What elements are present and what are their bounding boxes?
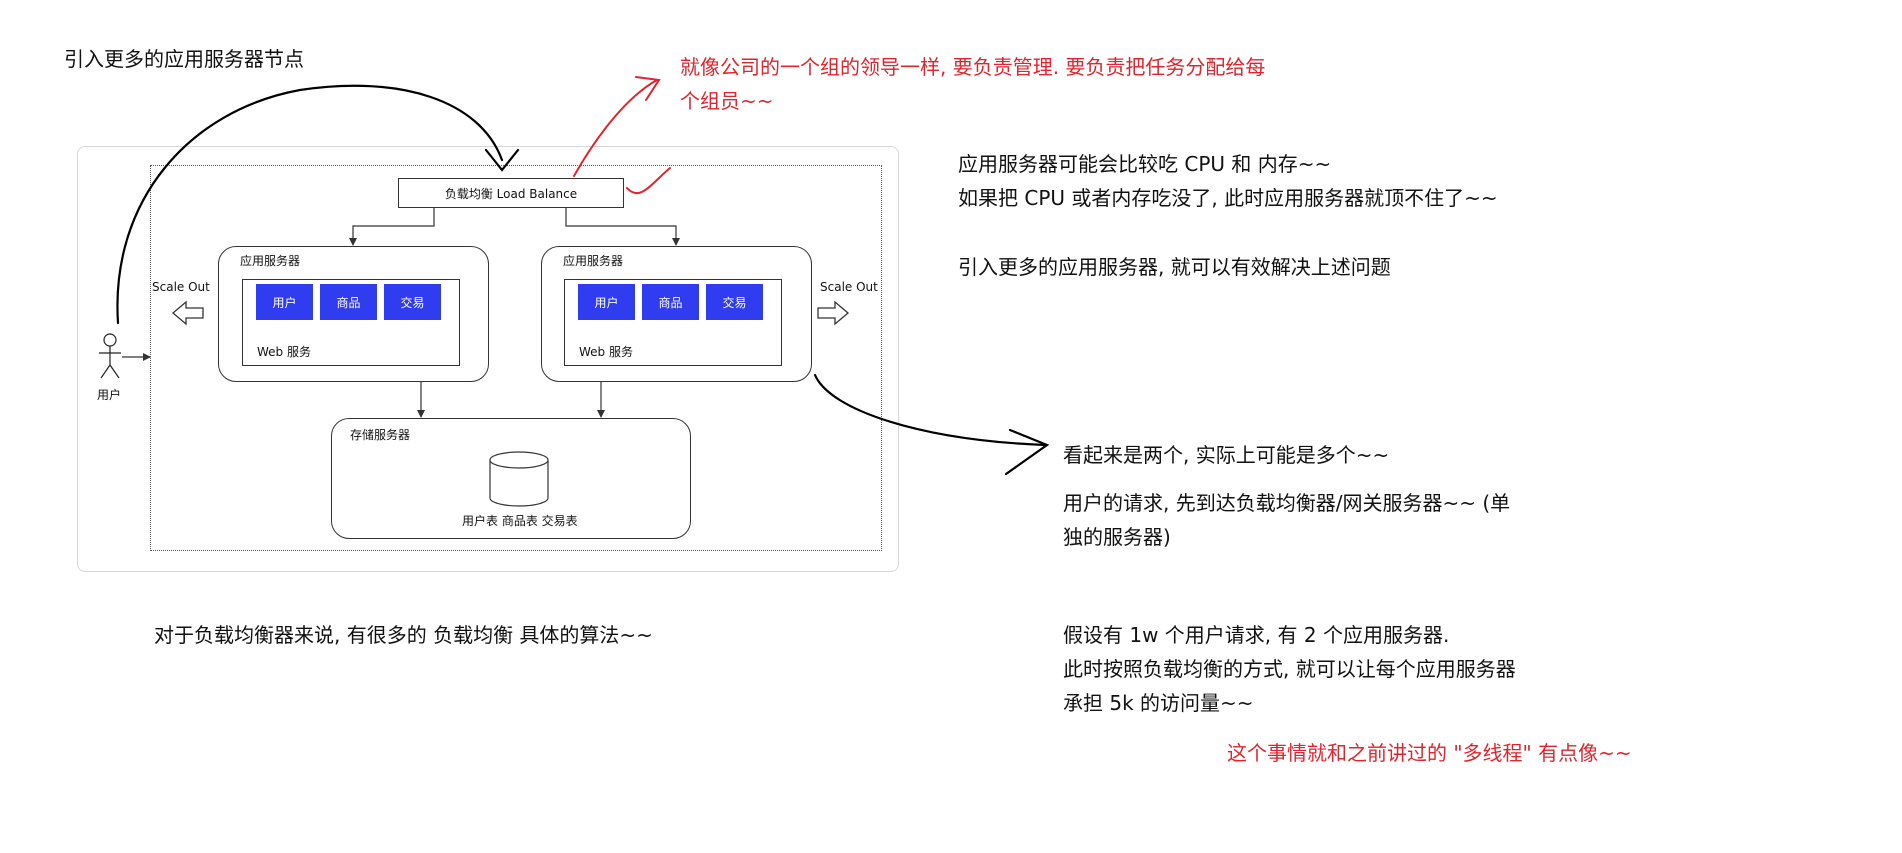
database-tables-label: 用户表 商品表 交易表	[462, 514, 578, 528]
request-count-note: 假设有 1w 个用户请求, 有 2 个应用服务器.	[1063, 623, 1450, 647]
module-trade-left: 交易	[384, 284, 441, 320]
multiple-servers-note: 看起来是两个, 实际上可能是多个~~	[1063, 443, 1390, 467]
module-trade-right: 交易	[706, 284, 763, 320]
app-server-left-title: 应用服务器	[240, 254, 301, 268]
algorithm-note: 对于负载均衡器来说, 有很多的 负载均衡 具体的算法~~	[154, 623, 653, 647]
request-flow-note-line-1: 用户的请求, 先到达负载均衡器/网关服务器~~ (单	[1063, 491, 1511, 515]
page-heading: 引入更多的应用服务器节点	[64, 47, 304, 71]
user-label: 用户	[97, 388, 122, 402]
web-service-right-label: Web 服务	[579, 345, 633, 359]
module-product-right: 商品	[642, 284, 699, 320]
scale-out-right-label: Scale Out	[820, 280, 878, 294]
red-note-line-2: 个组员~~	[680, 89, 774, 113]
cpu-memory-note: 应用服务器可能会比较吃 CPU 和 内存~~	[958, 152, 1332, 176]
module-product-left: 商品	[320, 284, 377, 320]
module-user-left: 用户	[256, 284, 313, 320]
app-server-right-title: 应用服务器	[563, 254, 624, 268]
web-service-left-label: Web 服务	[257, 345, 311, 359]
database-label: 数据库	[501, 481, 538, 495]
resource-exhausted-note: 如果把 CPU 或者内存吃没了, 此时应用服务器就顶不住了~~	[958, 186, 1498, 210]
multithreading-note: 这个事情就和之前讲过的 "多线程" 有点像~~	[1227, 741, 1632, 765]
capacity-note: 承担 5k 的访问量~~	[1063, 691, 1254, 715]
load-balancer-box: 负载均衡 Load Balance	[398, 178, 624, 208]
request-flow-note-line-2: 独的服务器)	[1063, 525, 1171, 549]
solution-note: 引入更多的应用服务器, 就可以有效解决上述问题	[958, 255, 1391, 279]
module-user-right: 用户	[578, 284, 635, 320]
load-balancer-label: 负载均衡 Load Balance	[444, 186, 578, 201]
scale-out-left-label: Scale Out	[152, 280, 210, 294]
red-note-line-1: 就像公司的一个组的领导一样, 要负责管理. 要负责把任务分配给每	[680, 55, 1266, 79]
load-balance-note: 此时按照负载均衡的方式, 就可以让每个应用服务器	[1063, 657, 1516, 681]
storage-server-title: 存储服务器	[350, 428, 411, 442]
